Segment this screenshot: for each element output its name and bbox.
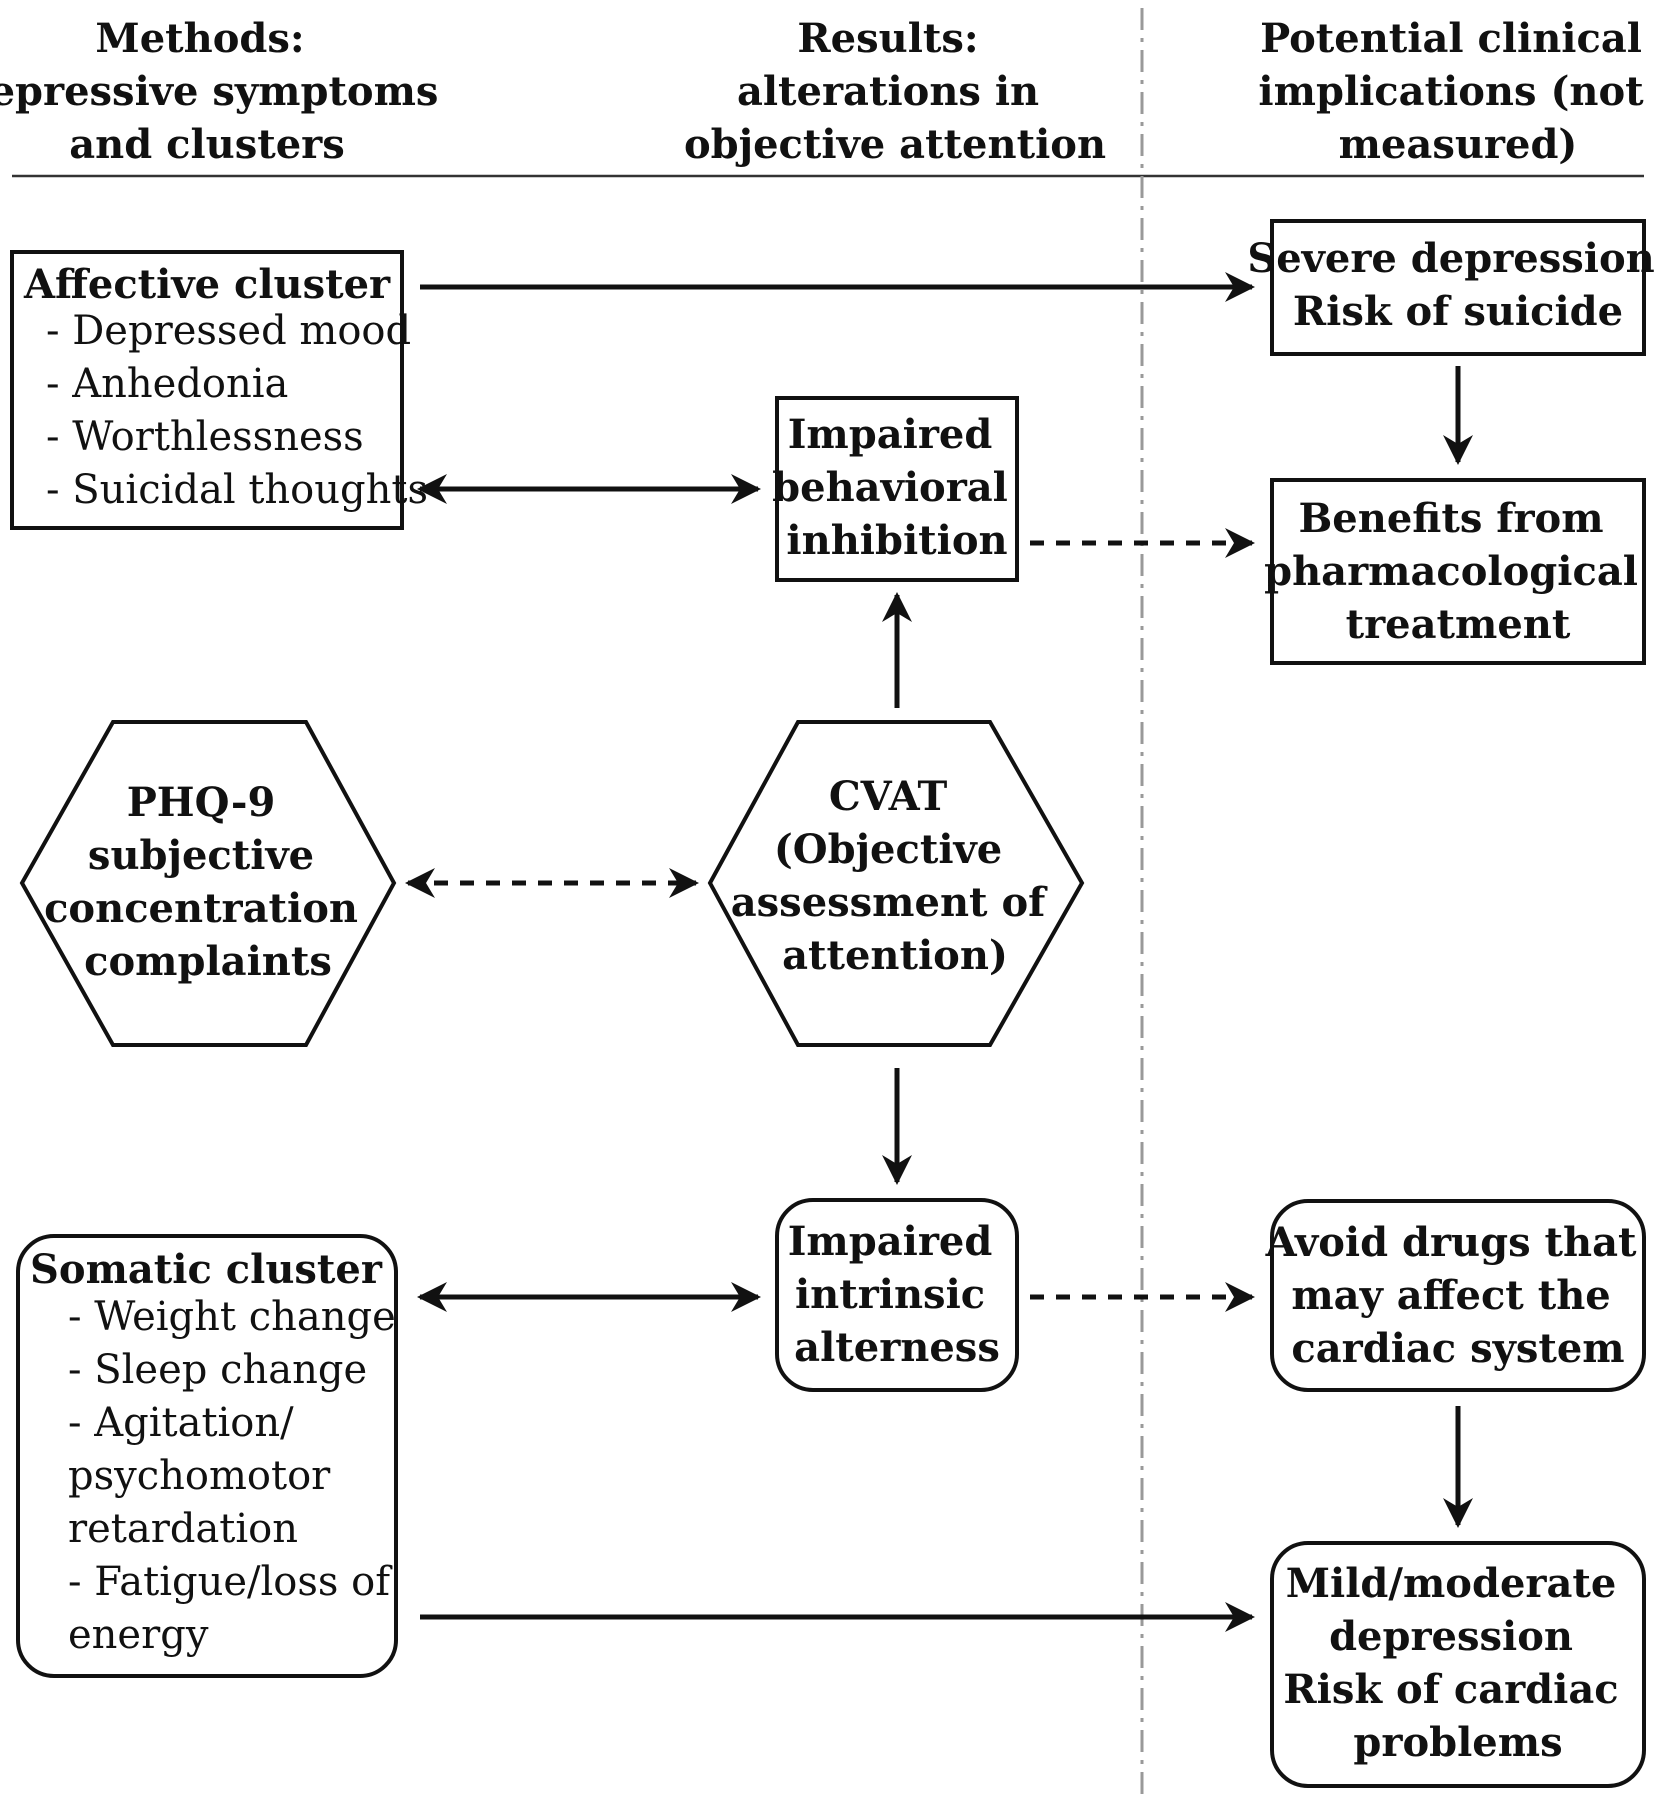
benefits-treatment-label: Benefits from pharmacological treatment: [1264, 495, 1652, 648]
cvat-label: CVAT (Objective assessment of attention): [731, 773, 1060, 979]
impaired-intrinsic-alertness-label: Impaired intrinsic alterness: [788, 1218, 1007, 1371]
impaired-behavioral-inhibition-box: Impaired behavioral inhibition: [772, 396, 1022, 582]
cvat-hexagon: CVAT (Objective assessment of attention): [707, 720, 1085, 1047]
somatic-cluster-title: Somatic cluster: [30, 1246, 383, 1293]
somatic-cluster-items: - Weight change - Sleep change - Agitati…: [68, 1294, 408, 1658]
implications-header: Potential clinical implications (not mea…: [1258, 15, 1654, 168]
somatic-cluster-box: Somatic cluster - Weight change - Sleep …: [16, 1234, 408, 1678]
impaired-intrinsic-alertness-box: Impaired intrinsic alterness: [775, 1198, 1019, 1392]
mild-moderate-depression-label: Mild/moderate depression Risk of cardiac…: [1283, 1560, 1632, 1766]
avoid-drugs-label: Avoid drugs that may affect the cardiac …: [1265, 1219, 1651, 1372]
affective-cluster-items: - Depressed mood - Anhedonia - Worthless…: [46, 308, 428, 513]
affective-cluster-box: Affective cluster - Depressed mood - Anh…: [10, 250, 428, 530]
methods-header: Methods: depressive symptoms and cluster…: [0, 15, 452, 168]
impaired-behavioral-inhibition-label: Impaired behavioral inhibition: [772, 411, 1022, 564]
results-header: Results: alterations in objective attent…: [684, 15, 1106, 168]
mild-moderate-depression-box: Mild/moderate depression Risk of cardiac…: [1270, 1541, 1646, 1788]
severe-depression-label: Severe depression Risk of suicide: [1247, 235, 1654, 335]
severe-depression-box: Severe depression Risk of suicide: [1247, 219, 1654, 356]
phq9-label: PHQ-9 subjective concentration complaint…: [44, 779, 372, 985]
avoid-drugs-box: Avoid drugs that may affect the cardiac …: [1265, 1199, 1651, 1392]
affective-cluster-title: Affective cluster: [23, 261, 391, 308]
benefits-treatment-box: Benefits from pharmacological treatment: [1264, 478, 1652, 665]
phq9-hexagon: PHQ-9 subjective concentration complaint…: [19, 720, 397, 1047]
